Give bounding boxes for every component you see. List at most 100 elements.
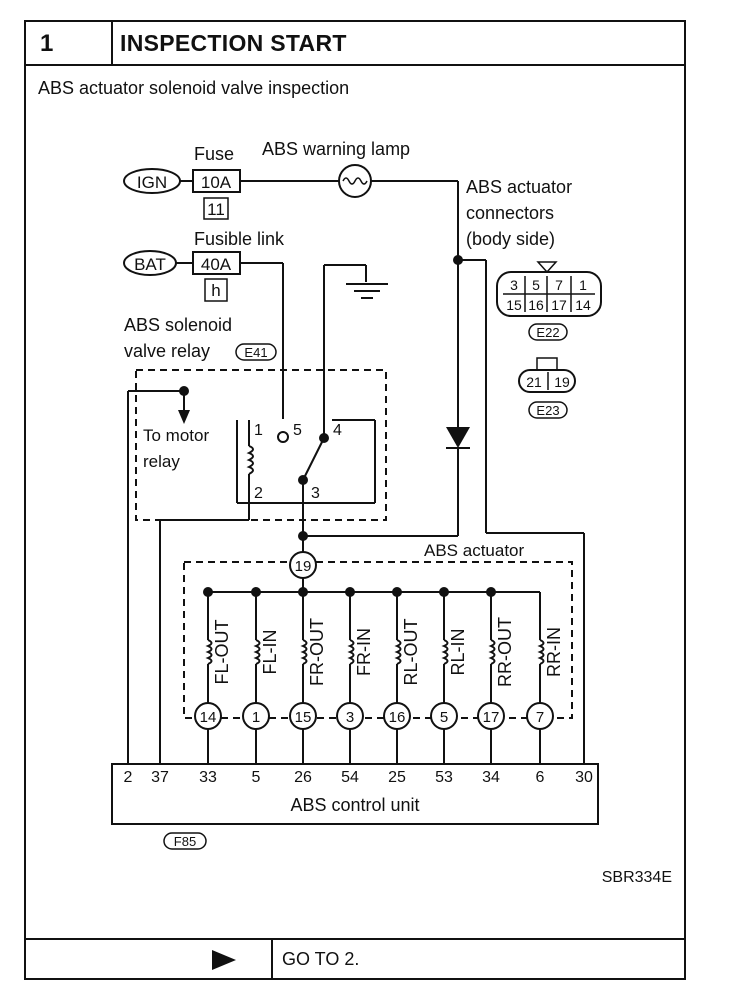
pin-circle [383,702,411,730]
solenoid-pin: 7 [536,709,544,726]
relay-label-line2: valve relay [124,341,210,361]
solenoid-label: RL-IN [448,628,468,675]
control-unit-terminal: 34 [482,769,500,786]
solenoid-rl-out: RL-OUT 16 [383,587,421,764]
solenoid-label: RR-OUT [495,617,515,687]
warning-lamp-label: ABS warning lamp [262,139,410,159]
fusible-link-id: h [211,281,220,300]
e22-pin-3: 3 [510,277,518,293]
step-title: INSPECTION START [120,30,347,56]
actuator-connectors-line1: ABS actuator [466,177,572,197]
e22-pin-15: 15 [506,297,522,313]
fusible-link-label: Fusible link [194,229,285,249]
motor-relay-line2: relay [143,452,180,471]
fuse-label: Fuse [194,144,234,164]
solenoid-fr-in: FR-IN 3 [336,587,374,764]
goto-next-step[interactable]: GO TO 2. [282,949,360,969]
actuator-connectors-line2: connectors [466,203,554,223]
solenoid-fl-in: FL-IN 1 [242,587,280,764]
control-unit-label: ABS control unit [290,795,419,815]
solenoid-label: FL-OUT [212,620,232,685]
control-unit-connector: F85 [174,834,196,849]
control-unit-terminal: 26 [294,769,312,786]
junction-dot [203,587,213,597]
coil-icon [253,639,261,665]
coil-icon [205,639,213,665]
ign-label: IGN [137,173,167,192]
solenoid-label: RR-IN [544,627,564,677]
e22-pin-16: 16 [528,297,544,313]
actuator-connectors-line3: (body side) [466,229,555,249]
e23-id: E23 [536,403,559,418]
connector-e23: 21 19 E23 [518,357,576,419]
pin-circle [194,702,222,730]
control-unit-terminal: 6 [536,769,545,786]
junction-dot [486,587,496,597]
solenoid-rr-in: RR-IN 7 [526,592,564,764]
junction-dot [392,587,402,597]
junction-dot [345,587,355,597]
relay-terminal-3: 3 [311,485,320,502]
relay-terminal-2: 2 [254,485,263,502]
solenoid-pin: 5 [440,709,448,726]
coil-icon [300,639,308,665]
e22-pin-14: 14 [575,297,591,313]
relay-terminal-5: 5 [293,422,302,439]
e22-pin-17: 17 [551,297,567,313]
e23-pin-19: 19 [554,374,570,390]
fuse-number: 11 [207,200,225,219]
e23-pin-21: 21 [526,374,542,390]
solenoid-label: FR-IN [354,628,374,676]
solenoid-pin: 15 [295,709,312,726]
coil-icon [347,639,355,665]
junction-dot [298,587,308,597]
e22-id: E22 [536,325,559,340]
e22-pin-5: 5 [532,277,540,293]
solenoid-pin: 14 [200,709,217,726]
pin-circle [477,702,505,730]
coil-icon [441,639,449,665]
relay-connector: E41 [244,345,267,360]
junction-dot [439,587,449,597]
coil-icon [394,639,402,665]
relay-terminal-4: 4 [333,422,342,439]
solenoid-pin: 16 [389,709,406,726]
junction-dot [251,587,261,597]
e22-pin-7: 7 [555,277,563,293]
figure-code: SBR334E [602,869,672,886]
pin-circle [242,702,270,730]
solenoid-pin: 1 [252,709,260,726]
pin-circle [289,702,317,730]
control-unit-terminal: 37 [151,769,169,786]
relay-terminal-1: 1 [254,422,263,439]
play-arrow-icon[interactable] [210,948,238,972]
solenoid-pin: 17 [483,709,500,726]
solenoid-label: FL-IN [260,630,280,675]
bat-label: BAT [134,255,166,274]
control-unit-terminal: 53 [435,769,453,786]
solenoid-rl-in: RL-IN 5 [430,587,468,764]
control-unit-terminal: 25 [388,769,406,786]
e22-pin-1: 1 [579,277,587,293]
pin-circle [430,702,458,730]
header-row [24,20,686,66]
motor-relay-line1: To motor [143,426,209,445]
solenoid-label: RL-OUT [401,618,421,685]
relay-label-line1: ABS solenoid [124,315,232,335]
solenoid-pin: 3 [346,709,354,726]
control-unit-terminal: 54 [341,769,359,786]
actuator-common-pin: 19 [295,558,312,575]
actuator-label: ABS actuator [424,541,525,560]
control-unit-terminal: 2 [124,769,133,786]
header-divider [111,20,113,66]
pin-circle [526,702,554,730]
fusible-link-rating: 40A [201,255,232,274]
fuse-rating: 10A [201,173,232,192]
footer-divider [24,938,686,940]
footer-column-divider [271,938,273,980]
control-unit-terminal: 33 [199,769,217,786]
